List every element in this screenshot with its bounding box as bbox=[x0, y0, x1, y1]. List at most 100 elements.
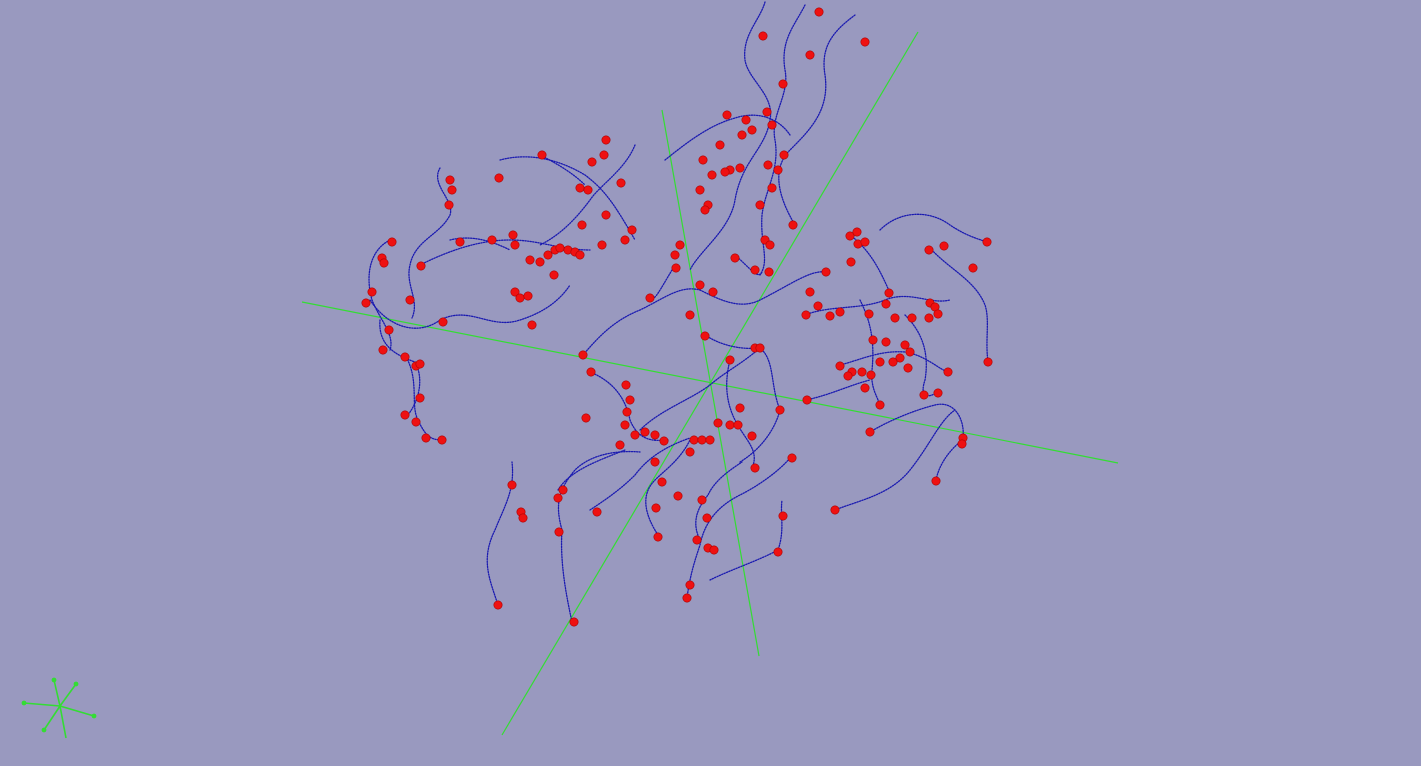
orientation-axes-icon bbox=[21, 677, 97, 739]
marker-point bbox=[708, 287, 718, 297]
marker-point bbox=[773, 165, 783, 175]
marker-point bbox=[455, 237, 465, 247]
marker-point bbox=[630, 430, 640, 440]
marker-point bbox=[650, 457, 660, 467]
trace-curve bbox=[869, 403, 964, 439]
trace-curve bbox=[589, 437, 691, 511]
marker-point bbox=[697, 495, 707, 505]
marker-point bbox=[825, 311, 835, 321]
marker-point bbox=[755, 343, 765, 353]
marker-point bbox=[384, 325, 394, 335]
trace-curve bbox=[369, 284, 571, 329]
marker-point bbox=[860, 237, 870, 247]
trace-curve bbox=[778, 14, 856, 226]
marker-point bbox=[558, 485, 568, 495]
marker-point bbox=[621, 380, 631, 390]
marker-point bbox=[697, 435, 707, 445]
marker-point bbox=[597, 240, 607, 250]
trace-curve bbox=[499, 156, 636, 241]
trace-curve bbox=[408, 167, 452, 319]
trace-curve bbox=[664, 114, 791, 161]
marker-point bbox=[741, 115, 751, 125]
marker-point bbox=[788, 220, 798, 230]
trace-curve bbox=[739, 409, 781, 463]
marker-point bbox=[682, 593, 692, 603]
marker-point bbox=[866, 370, 876, 380]
marker-point bbox=[705, 435, 715, 445]
marker-point bbox=[802, 395, 812, 405]
marker-point bbox=[905, 347, 915, 357]
marker-point bbox=[508, 230, 518, 240]
marker-point bbox=[673, 491, 683, 501]
marker-point bbox=[583, 185, 593, 195]
marker-point bbox=[775, 405, 785, 415]
marker-point bbox=[943, 367, 953, 377]
trace-curve bbox=[726, 359, 755, 469]
marker-point bbox=[924, 245, 934, 255]
trace-network bbox=[368, 1, 989, 623]
marker-point bbox=[689, 435, 699, 445]
orientation-axes-widget[interactable] bbox=[18, 672, 102, 742]
marker-point bbox=[549, 270, 559, 280]
marker-point bbox=[707, 170, 717, 180]
trace-curve bbox=[419, 239, 591, 266]
marker-point bbox=[763, 160, 773, 170]
marker-point bbox=[622, 407, 632, 417]
marker-point bbox=[933, 388, 943, 398]
marker-point bbox=[537, 150, 547, 160]
marker-point bbox=[767, 183, 777, 193]
trace-curve bbox=[839, 351, 949, 373]
marker-point bbox=[438, 317, 448, 327]
marker-point bbox=[620, 235, 630, 245]
marker-point bbox=[507, 480, 517, 490]
marker-point bbox=[725, 355, 735, 365]
marker-point bbox=[577, 220, 587, 230]
marker-point bbox=[416, 261, 426, 271]
marker-point bbox=[881, 299, 891, 309]
marker-point bbox=[640, 427, 650, 437]
marker-point bbox=[675, 240, 685, 250]
marker-point bbox=[700, 205, 710, 215]
marker-point bbox=[659, 436, 669, 446]
marker-point bbox=[939, 241, 949, 251]
marker-point bbox=[895, 353, 905, 363]
marker-point bbox=[555, 243, 565, 253]
marker-point bbox=[713, 418, 723, 428]
marker-point bbox=[860, 37, 870, 47]
marker-points bbox=[361, 7, 993, 627]
marker-point bbox=[758, 31, 768, 41]
marker-point bbox=[890, 313, 900, 323]
marker-point bbox=[700, 331, 710, 341]
marker-point bbox=[685, 310, 695, 320]
marker-point bbox=[651, 503, 661, 513]
marker-point bbox=[650, 430, 660, 440]
trace-curve bbox=[557, 449, 626, 491]
triad-axis-x bbox=[23, 702, 61, 707]
marker-point bbox=[801, 310, 811, 320]
marker-point bbox=[671, 263, 681, 273]
marker-point bbox=[400, 410, 410, 420]
marker-point bbox=[830, 505, 840, 515]
marker-point bbox=[957, 439, 967, 449]
marker-point bbox=[725, 420, 735, 430]
marker-point bbox=[581, 413, 591, 423]
marker-point bbox=[907, 313, 917, 323]
marker-point bbox=[747, 125, 757, 135]
trace-curve bbox=[582, 288, 701, 356]
marker-point bbox=[601, 210, 611, 220]
trace-curve bbox=[929, 247, 989, 363]
triad-axis-tip bbox=[91, 713, 97, 719]
marker-point bbox=[778, 511, 788, 521]
marker-point bbox=[616, 178, 626, 188]
marker-point bbox=[835, 307, 845, 317]
marker-point bbox=[702, 513, 712, 523]
marker-point bbox=[493, 600, 503, 610]
marker-point bbox=[523, 291, 533, 301]
marker-point bbox=[361, 298, 371, 308]
marker-point bbox=[685, 447, 695, 457]
marker-point bbox=[843, 371, 853, 381]
triad-axis-y bbox=[53, 679, 61, 707]
marker-point bbox=[765, 240, 775, 250]
